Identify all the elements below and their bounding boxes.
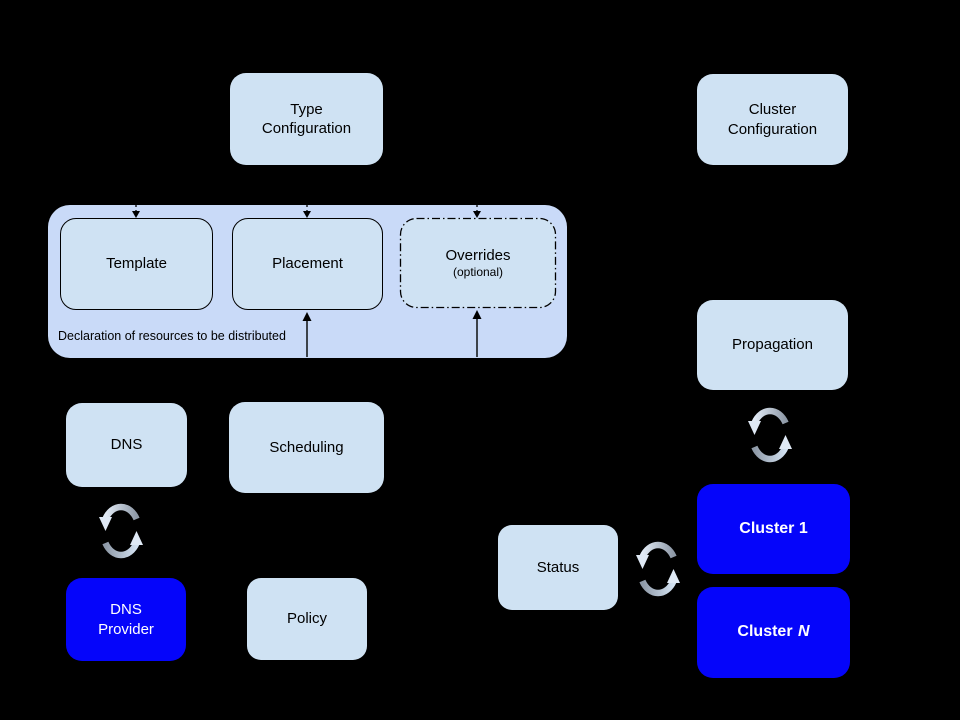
- node-overrides: Overrides (optional): [400, 218, 556, 308]
- node-label: Overrides: [445, 247, 511, 265]
- node-label: Type: [290, 100, 323, 118]
- node-policy: Policy: [247, 578, 367, 660]
- node-label: Cluster N: [737, 623, 810, 641]
- node-propagation: Propagation: [697, 300, 848, 390]
- node-cluster-configuration: Cluster Configuration: [697, 74, 848, 165]
- node-dns-provider: DNS Provider: [66, 578, 186, 661]
- node-template: Template: [60, 218, 213, 310]
- node-label: Placement: [272, 255, 343, 273]
- resource-declaration-caption: Declaration of resources to be distribut…: [58, 329, 286, 343]
- sync-icon-status-cluster: [636, 545, 680, 593]
- node-dns: DNS: [66, 403, 187, 487]
- node-label: DNS: [110, 601, 142, 618]
- node-status: Status: [498, 525, 618, 610]
- node-label: Cluster: [748, 101, 797, 118]
- node-label: Status: [536, 558, 580, 576]
- sync-icon-propagation-cluster: [748, 411, 792, 459]
- node-label: Cluster 1: [739, 519, 808, 537]
- node-label: Provider: [98, 620, 154, 638]
- node-placement: Placement: [232, 218, 383, 310]
- node-label: Configuration: [261, 120, 352, 137]
- node-label: Scheduling: [269, 438, 344, 456]
- node-cluster-1: Cluster 1: [697, 484, 850, 574]
- node-type-configuration: Type Configuration: [230, 73, 383, 165]
- node-label: Configuration: [727, 120, 818, 138]
- node-label: DNS: [110, 436, 143, 454]
- node-label: Policy: [286, 610, 327, 628]
- node-label: Template: [106, 255, 167, 273]
- node-cluster-n: Cluster N: [697, 587, 850, 678]
- sync-icon-dns-provider: [99, 507, 143, 555]
- node-scheduling: Scheduling: [229, 402, 384, 493]
- node-label: Propagation: [732, 336, 813, 354]
- cluster-n-variable: N: [798, 623, 810, 641]
- node-sublabel: (optional): [452, 264, 504, 279]
